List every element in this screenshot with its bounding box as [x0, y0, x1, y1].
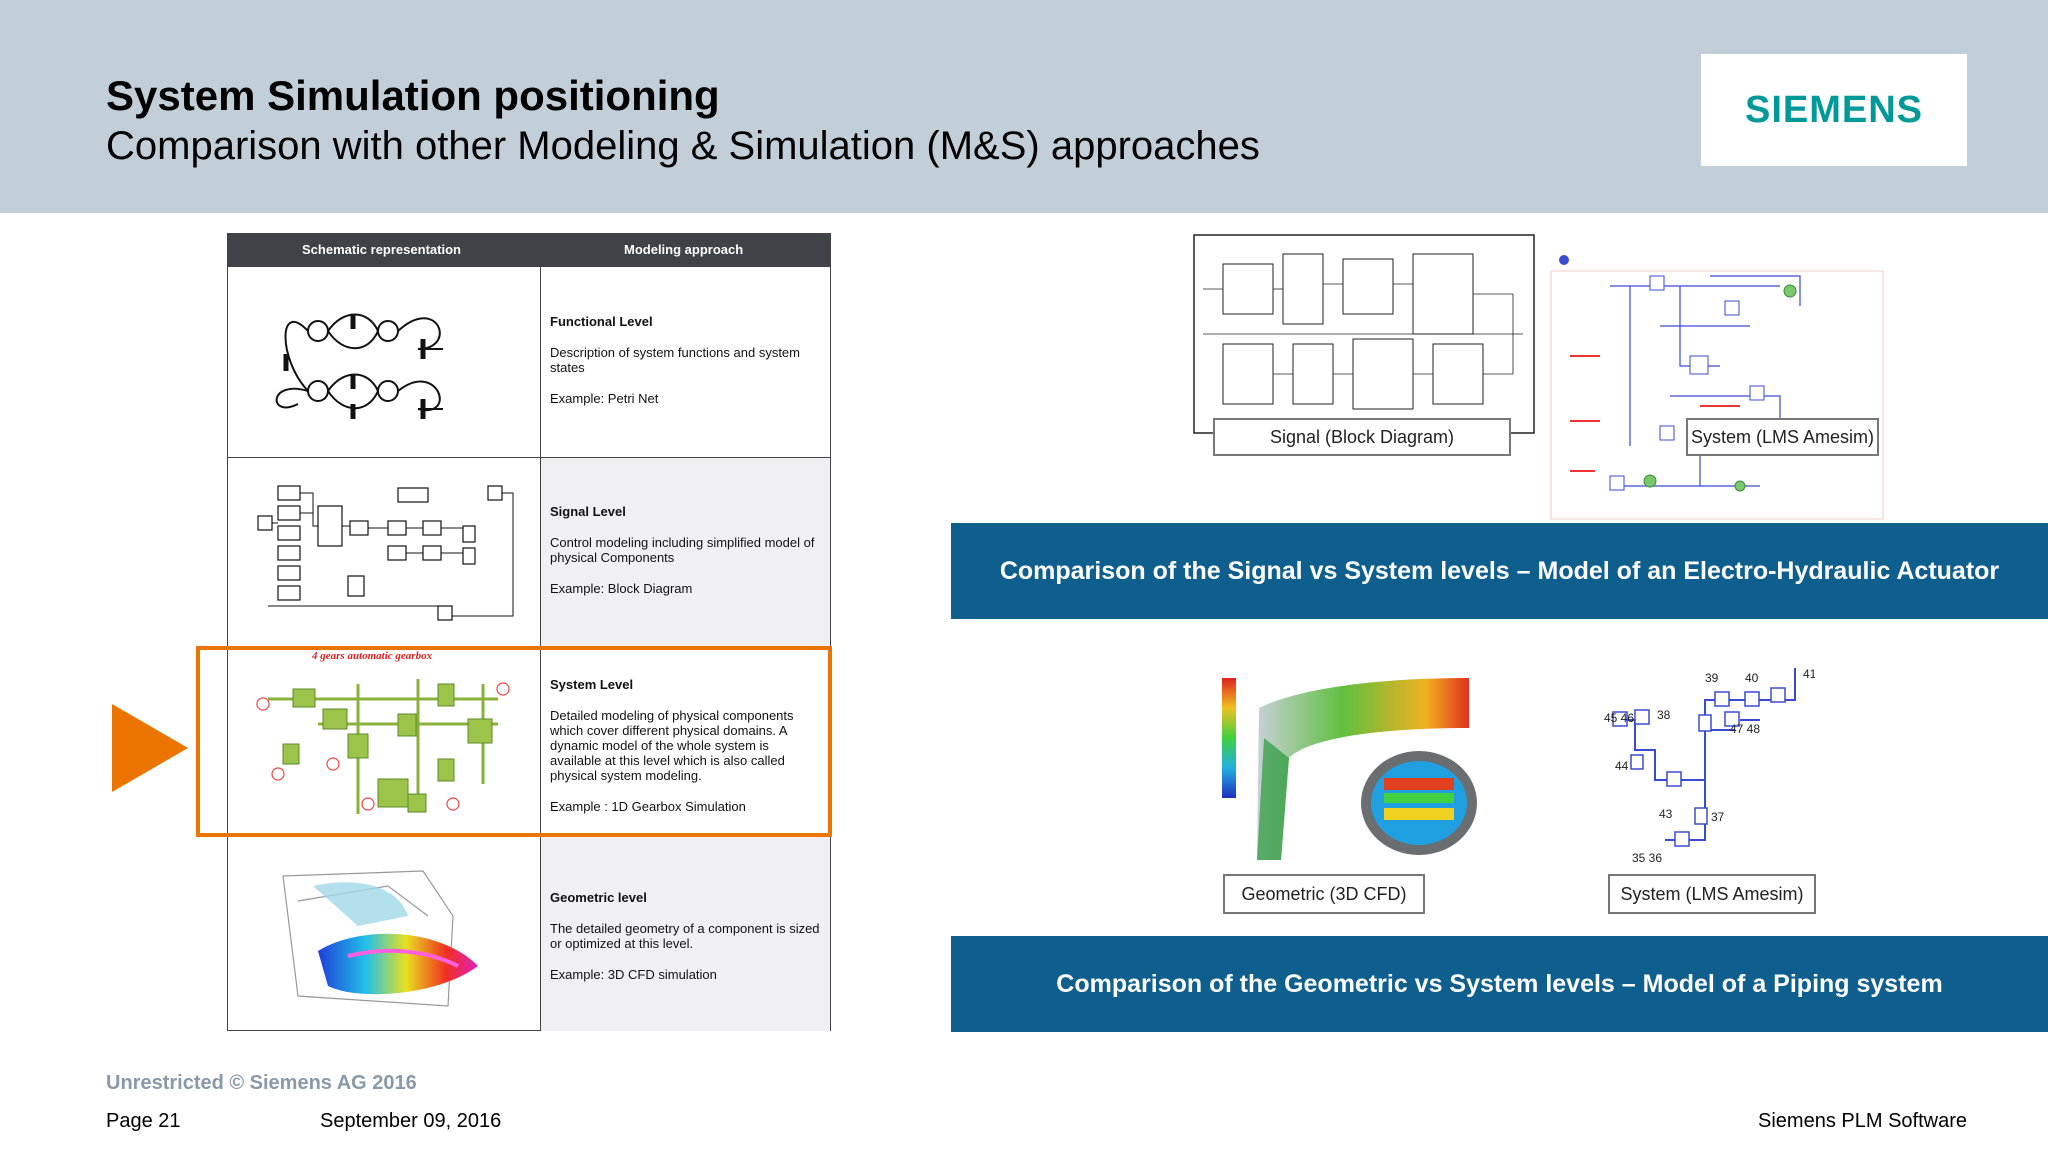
comparison-table: Schematic representation Modeling approa…	[227, 233, 831, 1031]
footer-company: Siemens PLM Software	[1758, 1110, 1967, 1132]
amesim-piping-label: System (LMS Amesim)	[1608, 874, 1816, 914]
amesim-hydraulic-diagram	[1550, 255, 1884, 520]
pipe-node-label: 39	[1705, 671, 1719, 685]
level-title: Geometric level	[550, 890, 647, 905]
petri-net-diagram	[275, 313, 443, 419]
logo-text: SIEMENS	[1744, 88, 1924, 131]
siemens-logo: SIEMENS	[1701, 54, 1967, 166]
table-header: Schematic representation Modeling approa…	[228, 234, 830, 267]
level-description: The detailed geometry of a component is …	[550, 921, 820, 951]
pipe-node-label: 35 36	[1632, 851, 1662, 865]
geometric-vs-system-banner: Comparison of the Geometric vs System le…	[951, 936, 2048, 1032]
functional-level-cell: Functional Level Description of system f…	[550, 314, 822, 406]
pipe-node-label: 47 48	[1730, 722, 1760, 736]
row-divider	[228, 457, 830, 458]
pipe-node-label: 45 46	[1604, 711, 1634, 725]
page-title: System Simulation positioning	[106, 72, 720, 119]
page-subtitle: Comparison with other Modeling & Simulat…	[106, 124, 1260, 168]
cfd-pipe-image	[1222, 678, 1477, 860]
geometric-level-cell: Geometric level The detailed geometry of…	[550, 890, 822, 982]
amesim-system-label: System (LMS Amesim)	[1686, 418, 1879, 456]
column-header-modeling: Modeling approach	[624, 242, 744, 257]
level-description: Control modeling including simplified mo…	[550, 535, 815, 565]
level-title: System Level	[550, 677, 634, 692]
signal-vs-system-banner: Comparison of the Signal vs System level…	[951, 523, 2048, 619]
column-header-schematic: Schematic representation	[302, 242, 461, 257]
pipe-node-label: 43	[1659, 807, 1673, 821]
pipe-node-label: 41 42	[1803, 667, 1815, 681]
pipe-node-label: 40	[1745, 671, 1759, 685]
level-description: Detailed modeling of physical components…	[550, 708, 794, 783]
pointer-arrow-icon	[112, 704, 188, 792]
signal-level-cell: Signal Level Control modeling including …	[550, 504, 822, 596]
pipe-node-label: 37	[1711, 810, 1725, 824]
block-diagram	[257, 485, 514, 621]
cfd-geometry-image	[282, 870, 478, 1007]
footer-copyright: Unrestricted © Siemens AG 2016	[106, 1072, 417, 1094]
geometric-cfd-label: Geometric (3D CFD)	[1223, 874, 1425, 914]
footer-date: September 09, 2016	[320, 1110, 502, 1132]
system-level-highlight	[196, 646, 832, 837]
signal-block-diagram-label: Signal (Block Diagram)	[1213, 418, 1511, 456]
pipe-node-label: 44	[1615, 759, 1629, 773]
gearbox-diagram	[256, 679, 510, 814]
level-example: Example: Block Diagram	[550, 581, 693, 596]
gearbox-caption: 4 gears automatic gearbox	[312, 650, 433, 662]
level-title: Signal Level	[550, 504, 626, 519]
amesim-piping-diagram: 39 40 41 42 45 46 38 47 48 44 43 37 35 3…	[1604, 667, 1815, 865]
signal-block-diagram-image	[1193, 234, 1535, 434]
level-example: Example: 3D CFD simulation	[550, 967, 717, 982]
system-level-cell: System Level Detailed modeling of physic…	[550, 677, 822, 814]
level-example: Example : 1D Gearbox Simulation	[550, 799, 746, 814]
level-description: Description of system functions and syst…	[550, 345, 800, 375]
footer-page-number: Page 21	[106, 1110, 181, 1132]
level-title: Functional Level	[550, 314, 653, 329]
pipe-node-label: 38	[1657, 708, 1671, 722]
level-example: Example: Petri Net	[550, 391, 659, 406]
